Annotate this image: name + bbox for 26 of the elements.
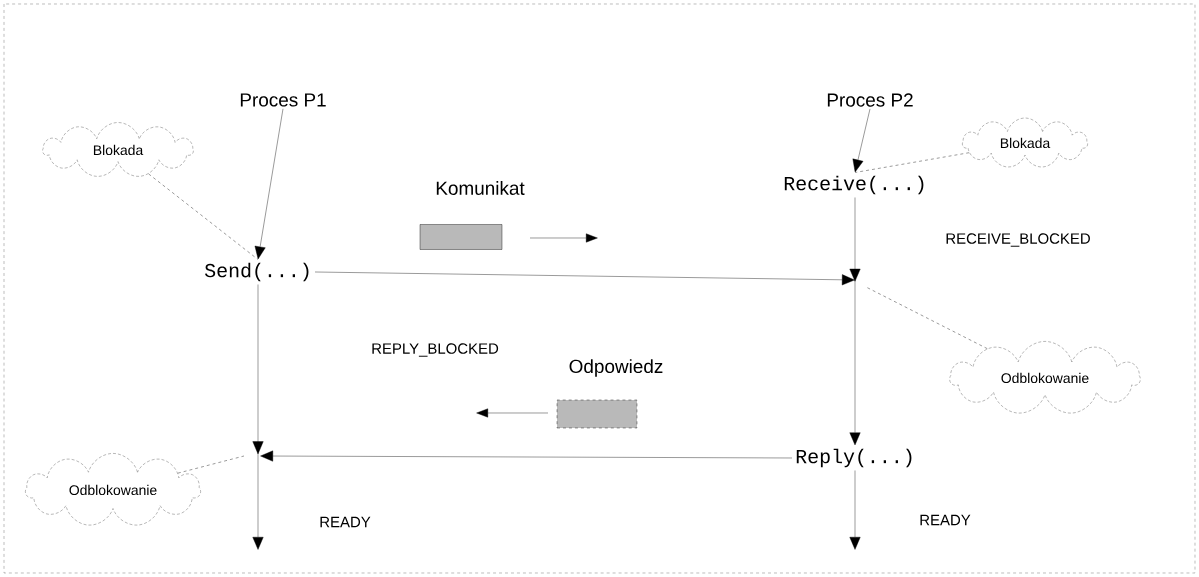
leader-line [854, 152, 970, 173]
arrow [252, 284, 264, 550]
state-label: REPLY_BLOCKED [372, 343, 499, 357]
function-call: Send(...) [201, 259, 315, 285]
cloud-callout: Odblokowanie [25, 453, 201, 526]
process-title: Proces P2 [827, 93, 913, 107]
function-call: Reply(...) [792, 445, 918, 471]
arrow [260, 450, 793, 462]
cloud-callout: Odblokowanie [949, 341, 1141, 414]
state-label: READY [920, 514, 971, 526]
leader-line [865, 286, 988, 349]
process-title: Proces P1 [240, 93, 326, 107]
cloud-callout: Blokada [42, 122, 194, 177]
message-box: Odpowiedz [556, 359, 663, 429]
arrow [254, 108, 284, 260]
arrow [849, 470, 861, 550]
arrow [852, 108, 871, 173]
message-box: Komunikat [419, 181, 525, 250]
state-label: RECEIVE_BLOCKED [946, 233, 1090, 247]
arrow [314, 271, 855, 286]
arrow [849, 197, 861, 446]
cloud-callout: Blokada [962, 117, 1088, 168]
leader-line [148, 173, 259, 260]
function-call: Receive(...) [780, 172, 930, 198]
state-label: READY [320, 516, 371, 528]
leader-line [177, 455, 245, 474]
